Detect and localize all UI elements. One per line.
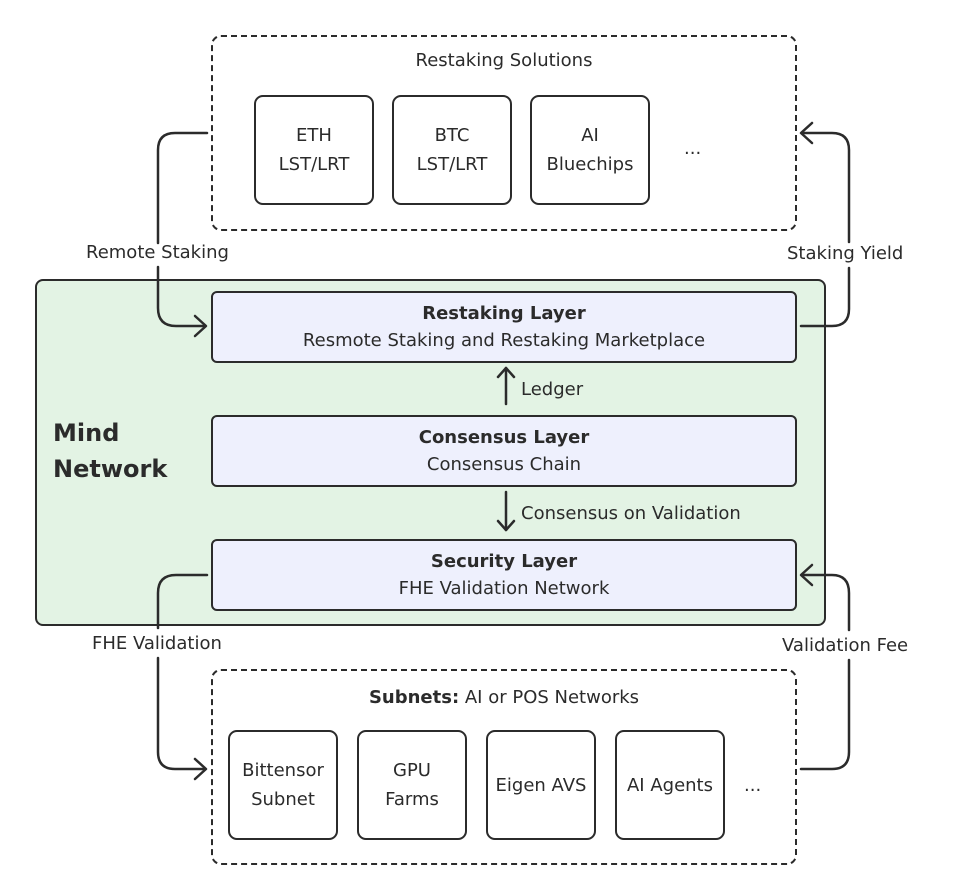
gpu-farms-card: GPU Farms	[357, 730, 467, 840]
ai-bluechips-card: AI Bluechips	[530, 95, 650, 205]
staking-yield-label: Staking Yield	[787, 243, 904, 264]
consensus-on-validation-label: Consensus on Validation	[521, 503, 741, 524]
remote-staking-arrow-lower	[156, 265, 207, 328]
mind-network-brand: Mind Network	[53, 419, 168, 483]
btc-lst-lrt-card: BTC LST/LRT	[392, 95, 512, 205]
remote-staking-label: Remote Staking	[86, 242, 229, 263]
validation-fee-label: Validation Fee	[782, 635, 909, 656]
ledger-arrowhead	[496, 366, 516, 379]
validation-fee-arrow-lower	[799, 658, 851, 771]
staking-yield-arrow-upper	[800, 131, 851, 244]
restaking-solutions-group	[211, 35, 797, 231]
ledger-label: Ledger	[521, 379, 584, 400]
validation-fee-arrow-upper	[800, 573, 851, 632]
staking-yield-arrowhead	[799, 121, 814, 145]
subnets-title-rest: AI or POS Networks	[459, 687, 640, 708]
eigen-avs-card: Eigen AVS	[486, 730, 596, 840]
remote-staking-arrow	[156, 131, 209, 245]
security-layer: Security Layer FHE Validation Network	[211, 539, 797, 611]
validation-fee-arrowhead	[799, 563, 814, 587]
restaking-solutions-title: Restaking Solutions	[415, 50, 593, 71]
fhe-validation-arrow-upper	[156, 573, 209, 630]
subnets-title: Subnets: AI or POS Networks	[211, 687, 797, 708]
bittensor-subnet-card: Bittensor Subnet	[228, 730, 338, 840]
fhe-validation-arrowhead	[193, 757, 208, 781]
restaking-solutions-more: ...	[684, 138, 702, 159]
fhe-validation-label: FHE Validation	[92, 633, 222, 654]
subnets-title-bold: Subnets:	[368, 687, 460, 708]
ai-agents-card: AI Agents	[615, 730, 725, 840]
consensus-layer: Consensus Layer Consensus Chain	[211, 415, 797, 487]
consensus-arrowhead	[496, 519, 516, 532]
staking-yield-arrow-lower	[799, 266, 851, 328]
fhe-validation-arrow-lower	[156, 656, 207, 771]
eth-lst-lrt-card: ETH LST/LRT	[254, 95, 374, 205]
subnets-group	[211, 669, 797, 865]
remote-staking-arrowhead	[193, 314, 208, 338]
subnets-more: ...	[744, 775, 762, 796]
restaking-layer: Restaking Layer Resmote Staking and Rest…	[211, 291, 797, 363]
